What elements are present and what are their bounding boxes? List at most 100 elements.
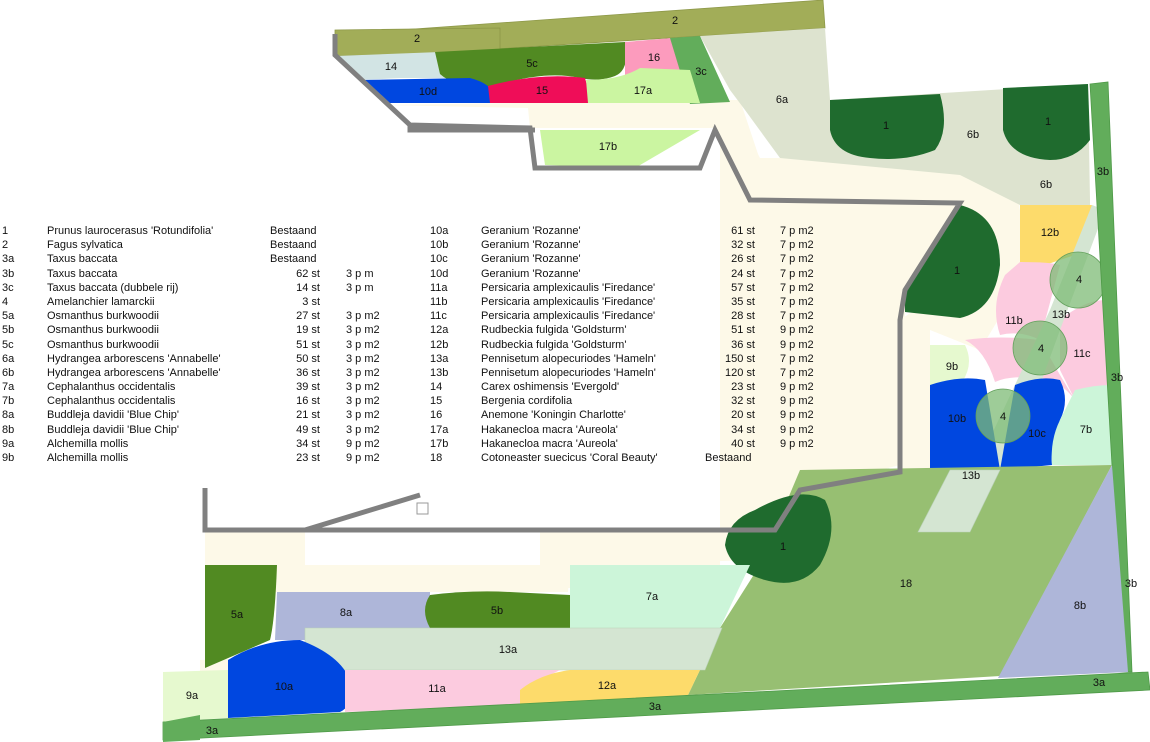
label-11c: 11c: [1074, 348, 1091, 360]
legend-density: 3 p m2: [346, 366, 380, 379]
label-2-top: 2: [672, 15, 678, 27]
legend-code: 13b: [430, 366, 449, 379]
legend-code: 18: [430, 452, 443, 464]
legend-quantity: 36 st: [731, 338, 755, 351]
legend-density: 3 p m2: [346, 395, 380, 408]
legend-density: 3 p m2: [346, 324, 380, 337]
legend-quantity: 28 st: [731, 310, 755, 323]
tree-4-b: [1012, 320, 1068, 376]
legend-density: 3 p m2: [346, 338, 380, 351]
label-16: 16: [648, 52, 660, 64]
legend-plant-name: Cephalanthus occidentalis: [47, 395, 176, 408]
legend-code: 12b: [430, 338, 449, 351]
label-13b-a: 13b: [1052, 309, 1070, 321]
legend-plant-name: Geranium 'Rozanne': [481, 267, 581, 280]
bed-15: [488, 76, 592, 103]
legend-plant-name: Cotoneaster suecicus 'Coral Beauty': [481, 452, 658, 464]
legend-code: 3a: [2, 253, 15, 266]
legend-quantity: 36 st: [296, 366, 320, 379]
label-12a: 12a: [598, 680, 617, 692]
tree-4-c: [975, 388, 1031, 444]
legend-density: 9 p m2: [780, 409, 814, 422]
legend-quantity: 34 st: [296, 437, 320, 450]
legend-quantity: 3 st: [302, 295, 320, 308]
legend-code: 6b: [2, 366, 15, 379]
label-3a-right: 3a: [1093, 677, 1106, 689]
label-6b-b: 6b: [1040, 179, 1052, 191]
legend-density: 7 p m2: [780, 281, 814, 294]
label-10c: 10c: [1028, 428, 1046, 440]
label-8a: 8a: [340, 607, 353, 619]
label-9a: 9a: [186, 690, 199, 702]
legend-code: 3c: [2, 281, 14, 294]
label-1-b: 1: [1045, 116, 1051, 128]
legend-plant-name: Taxus baccata: [47, 267, 118, 280]
legend-density: 3 p m2: [346, 310, 380, 323]
legend-quantity: 49 st: [296, 423, 320, 436]
path-lower-band: [205, 530, 770, 592]
legend-code: 10b: [430, 239, 449, 252]
bed-5c: [435, 42, 627, 87]
legend-code: 1: [2, 225, 9, 237]
label-3b-c: 3b: [1125, 578, 1137, 590]
legend-code: 7a: [2, 381, 15, 394]
legend-quantity: 19 st: [296, 324, 320, 337]
legend-quantity: 14 st: [296, 281, 320, 294]
label-1-a: 1: [883, 120, 889, 132]
legend-density: 9 p m2: [780, 437, 814, 450]
legend-code: 2: [2, 239, 9, 252]
legend-plant-name: Pennisetum alopecuriodes 'Hameln': [481, 366, 656, 379]
legend-code: 5a: [2, 310, 15, 323]
bed-10a: [228, 640, 352, 718]
shrub-1-d: [725, 494, 832, 583]
legend-code: 8a: [2, 409, 15, 422]
legend-plant-name: Hydrangea arborescens 'Annabelle': [47, 352, 221, 365]
label-18: 18: [900, 578, 912, 590]
legend-plant-name: Buddleja davidii 'Blue Chip': [47, 423, 180, 436]
legend-density: 9 p m2: [780, 395, 814, 408]
legend-quantity: 51 st: [731, 324, 755, 337]
plan-labels: 2 2 14 5c 16 3c 10d 15 17a 17b 6a 1 6b 1…: [186, 15, 1137, 737]
legend-density: 9 p m2: [346, 437, 380, 450]
legend-plant-name: Anemone 'Koningin Charlotte': [481, 409, 626, 422]
legend-plant-name: Rudbeckia fulgida 'Goldsturm': [481, 324, 627, 337]
label-5c: 5c: [526, 58, 538, 70]
label-2-left: 2: [414, 33, 420, 45]
label-5a: 5a: [231, 609, 244, 621]
legend-quantity: 23 st: [731, 381, 755, 394]
legend-density: 7 p m2: [780, 352, 814, 365]
legend-density: 3 p m2: [346, 381, 380, 394]
legend-code: 17b: [430, 437, 449, 450]
label-17b: 17b: [599, 141, 617, 153]
legend-quantity: 61 st: [731, 225, 755, 237]
legend-quantity: 20 st: [731, 409, 755, 422]
label-4-b: 4: [1038, 343, 1044, 355]
label-6a: 6a: [776, 94, 789, 106]
legend-quantity: 32 st: [731, 239, 755, 252]
label-8b: 8b: [1074, 600, 1086, 612]
label-15: 15: [536, 85, 548, 97]
label-6b-a: 6b: [967, 129, 979, 141]
legend-plant-name: Osmanthus burkwoodii: [47, 324, 159, 337]
bed-7a: [570, 565, 750, 628]
legend-density: 3 p m2: [346, 352, 380, 365]
label-3c: 3c: [695, 66, 707, 78]
label-12b: 12b: [1041, 227, 1059, 239]
legend-plant-name: Prunus laurocerasus 'Rotundifolia': [47, 225, 214, 237]
legend-code: 6a: [2, 352, 15, 365]
legend-code: 7b: [2, 395, 15, 408]
